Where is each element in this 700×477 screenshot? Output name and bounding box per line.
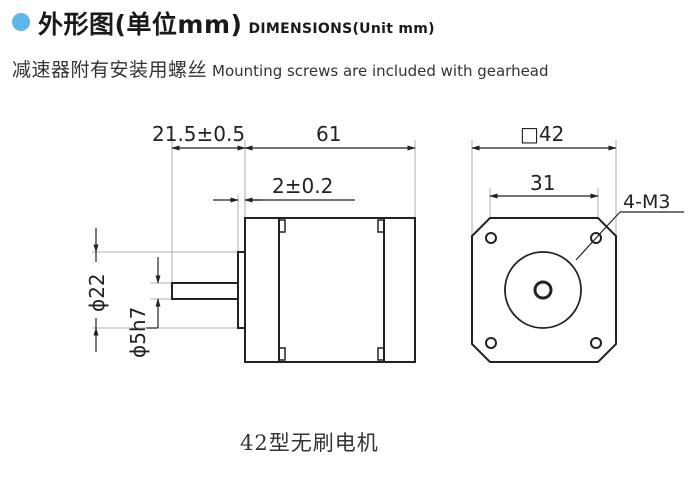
title-chinese: 外形图(单位mm) — [38, 10, 243, 39]
subtitle-chinese: 减速器附有安装用螺丝 — [12, 59, 208, 81]
dim-body-length: 61 — [316, 122, 341, 146]
bullet-dot-icon — [12, 13, 30, 31]
dim-shaft-diameter: ϕ5h7 — [126, 307, 150, 358]
dim-holes: 4-M3 — [623, 191, 670, 213]
subtitle-english: Mounting screws are included with gearhe… — [212, 62, 549, 80]
drawing-caption: 42型无刷电机 — [240, 431, 379, 455]
title-english: DIMENSIONS(Unit mm) — [248, 21, 435, 37]
dim-pilot-diameter: ϕ22 — [85, 273, 109, 312]
dim-hole-spacing: 31 — [530, 171, 555, 195]
dim-square: □42 — [520, 122, 564, 146]
dim-pilot-length: 2±0.2 — [272, 174, 333, 198]
side-view — [92, 140, 416, 363]
front-view — [471, 140, 684, 363]
page-title: 外形图(单位mm) DIMENSIONS(Unit mm) — [38, 5, 435, 41]
dim-shaft-length: 21.5±0.5 — [152, 122, 245, 146]
